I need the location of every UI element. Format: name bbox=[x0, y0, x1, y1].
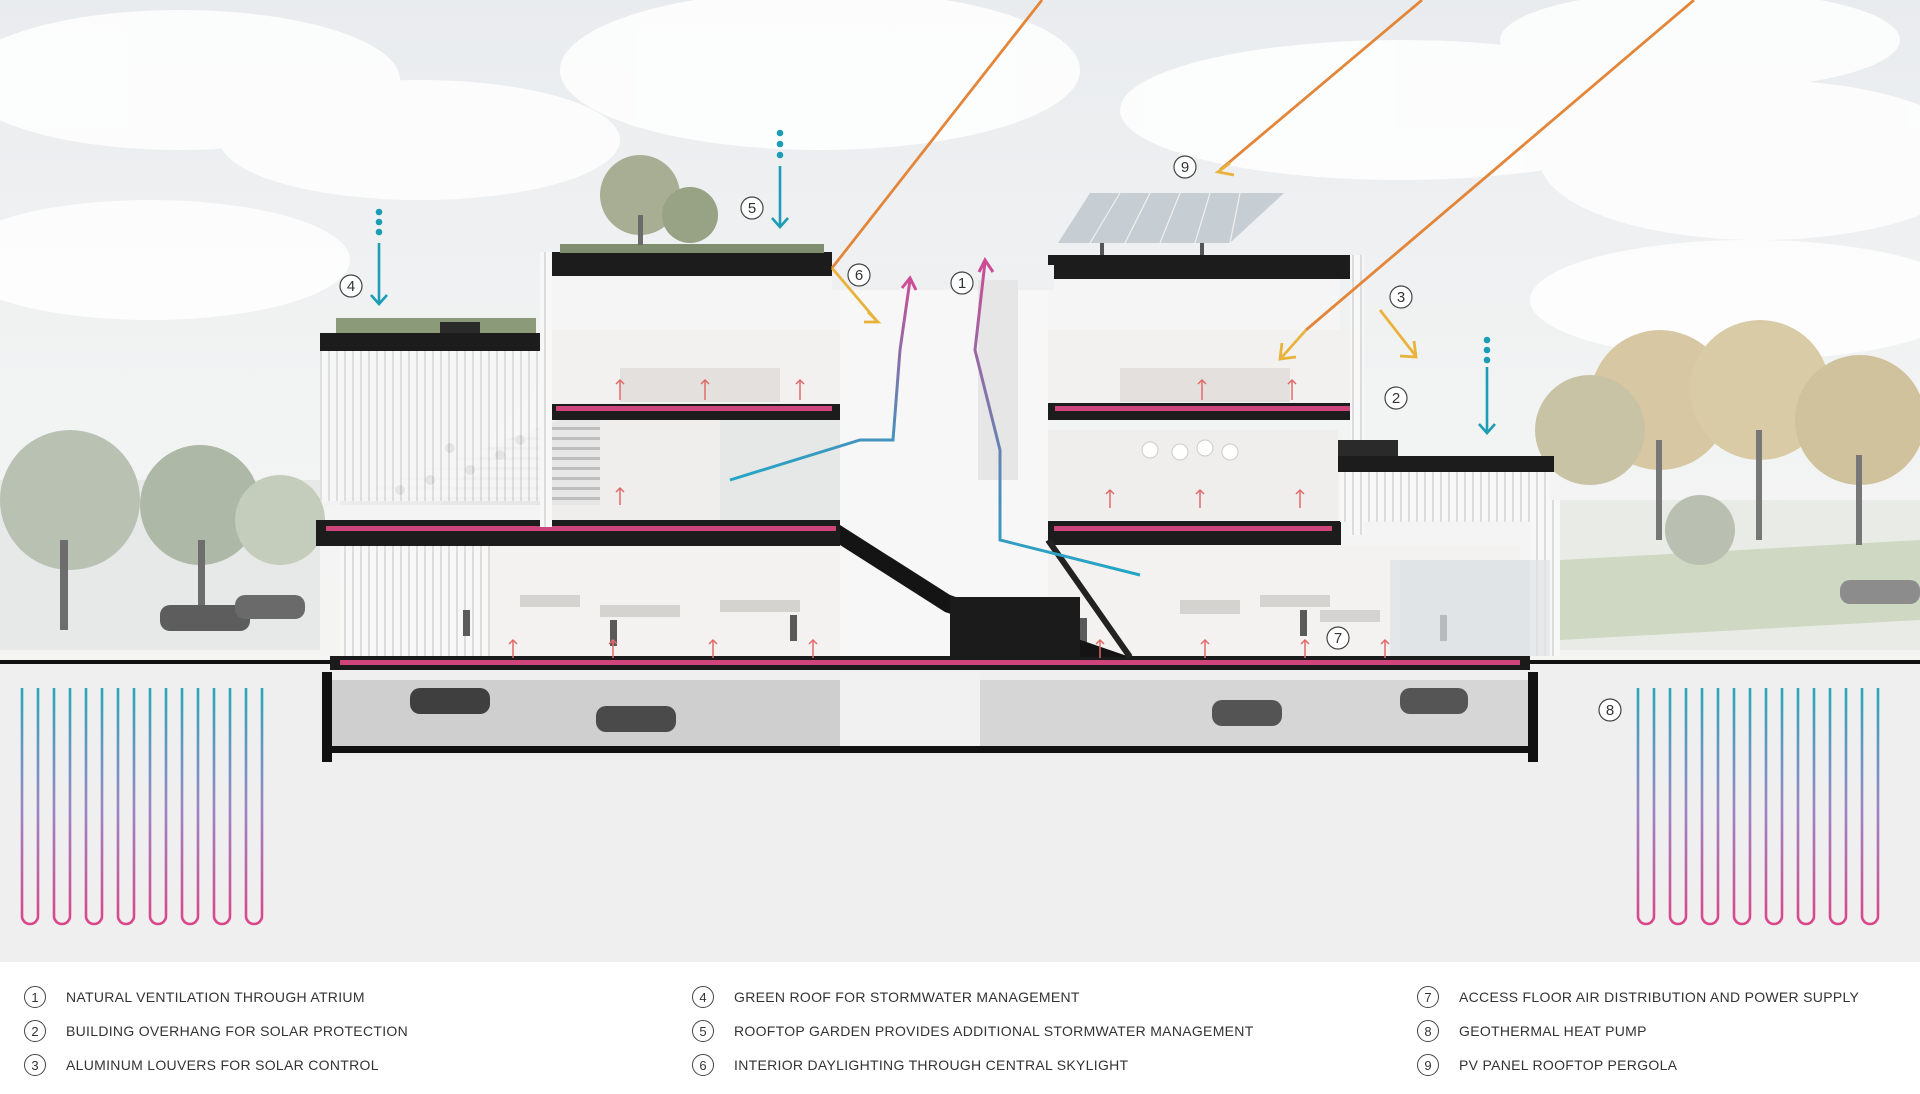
tree bbox=[600, 155, 680, 235]
callout-marker-6: 6 bbox=[847, 263, 871, 287]
legend-item-1: 1 NATURAL VENTILATION THROUGH ATRIUM bbox=[24, 980, 408, 1014]
building bbox=[316, 155, 1560, 762]
car bbox=[160, 605, 250, 631]
legend-column-1: 1 NATURAL VENTILATION THROUGH ATRIUM 2 B… bbox=[24, 980, 408, 1082]
callout-markers: 1 2 3 4 5 6 7 8 9 bbox=[339, 155, 1622, 722]
stormwater-arrows bbox=[370, 129, 1496, 435]
tree bbox=[1690, 320, 1830, 460]
clouds bbox=[0, 0, 1920, 360]
tree bbox=[0, 430, 140, 570]
tree bbox=[235, 475, 325, 565]
third-floor-slab-right bbox=[1048, 403, 1360, 420]
car bbox=[596, 706, 676, 732]
car bbox=[1400, 688, 1468, 714]
legend-label: GREEN ROOF FOR STORMWATER MANAGEMENT bbox=[734, 989, 1080, 1005]
building-section-diagram: 1 2 3 4 5 6 7 8 9 bbox=[0, 0, 1920, 926]
legend-item-2: 2 BUILDING OVERHANG FOR SOLAR PROTECTION bbox=[24, 1014, 408, 1048]
legend-number: 9 bbox=[1417, 1054, 1439, 1076]
legend-label: BUILDING OVERHANG FOR SOLAR PROTECTION bbox=[66, 1023, 408, 1039]
legend-item-5: 5 ROOFTOP GARDEN PROVIDES ADDITIONAL STO… bbox=[692, 1014, 1254, 1048]
roof-garden-slab bbox=[550, 252, 832, 276]
legend-label: ROOFTOP GARDEN PROVIDES ADDITIONAL STORM… bbox=[734, 1023, 1254, 1039]
callout-marker-1: 1 bbox=[950, 271, 974, 295]
svg-text:6: 6 bbox=[855, 267, 863, 284]
legend: 1 NATURAL VENTILATION THROUGH ATRIUM 2 B… bbox=[0, 962, 1920, 1094]
green-roof-slab bbox=[320, 333, 550, 351]
legend-item-6: 6 INTERIOR DAYLIGHTING THROUGH CENTRAL S… bbox=[692, 1048, 1254, 1082]
upper-right-roof-slab bbox=[1048, 255, 1358, 279]
car bbox=[410, 688, 490, 714]
legend-label: INTERIOR DAYLIGHTING THROUGH CENTRAL SKY… bbox=[734, 1057, 1129, 1073]
tree bbox=[1795, 355, 1920, 485]
svg-text:9: 9 bbox=[1181, 159, 1189, 176]
tree bbox=[1665, 495, 1735, 565]
legend-number: 7 bbox=[1417, 986, 1439, 1008]
svg-text:5: 5 bbox=[748, 200, 756, 217]
callout-marker-4: 4 bbox=[339, 274, 363, 298]
legend-number: 6 bbox=[692, 1054, 714, 1076]
pv-panel-pergola bbox=[1058, 193, 1284, 243]
legend-label: GEOTHERMAL HEAT PUMP bbox=[1459, 1023, 1647, 1039]
legend-number: 1 bbox=[24, 986, 46, 1008]
tree bbox=[1535, 375, 1645, 485]
geothermal-loops-left bbox=[20, 686, 325, 926]
ventilation-paths bbox=[729, 257, 1141, 577]
legend-label: PV PANEL ROOFTOP PERGOLA bbox=[1459, 1057, 1678, 1073]
callout-marker-9: 9 bbox=[1173, 155, 1197, 179]
legend-number: 5 bbox=[692, 1020, 714, 1042]
legend-item-7: 7 ACCESS FLOOR AIR DISTRIBUTION AND POWE… bbox=[1417, 980, 1859, 1014]
svg-text:7: 7 bbox=[1334, 630, 1342, 647]
green-roof-planting bbox=[336, 318, 536, 333]
svg-text:8: 8 bbox=[1606, 702, 1614, 719]
legend-column-3: 7 ACCESS FLOOR AIR DISTRIBUTION AND POWE… bbox=[1417, 980, 1859, 1082]
legend-item-8: 8 GEOTHERMAL HEAT PUMP bbox=[1417, 1014, 1859, 1048]
car bbox=[1840, 580, 1920, 604]
second-floor-slab-right bbox=[1048, 521, 1341, 545]
second-floor-slab-left bbox=[316, 520, 843, 546]
legend-number: 8 bbox=[1417, 1020, 1439, 1042]
callout-marker-3: 3 bbox=[1389, 285, 1413, 309]
svg-text:3: 3 bbox=[1397, 289, 1405, 306]
sun-rays bbox=[830, 0, 1695, 361]
landscape bbox=[0, 320, 1920, 650]
legend-column-2: 4 GREEN ROOF FOR STORMWATER MANAGEMENT 5… bbox=[692, 980, 1254, 1082]
legend-item-4: 4 GREEN ROOF FOR STORMWATER MANAGEMENT bbox=[692, 980, 1254, 1014]
geothermal-loops-right bbox=[1535, 686, 1900, 926]
car bbox=[1212, 700, 1282, 726]
legend-label: NATURAL VENTILATION THROUGH ATRIUM bbox=[66, 989, 365, 1005]
legend-label: ACCESS FLOOR AIR DISTRIBUTION AND POWER … bbox=[1459, 989, 1860, 1005]
second-floor-right bbox=[1048, 430, 1338, 520]
right-low-roof-slab bbox=[1338, 456, 1554, 472]
legend-number: 3 bbox=[24, 1054, 46, 1076]
tree bbox=[140, 445, 260, 565]
tree bbox=[662, 187, 718, 243]
callout-marker-8: 8 bbox=[1598, 698, 1622, 722]
svg-text:2: 2 bbox=[1392, 390, 1400, 407]
legend-label: ALUMINUM LOUVERS FOR SOLAR CONTROL bbox=[66, 1057, 379, 1073]
callout-marker-7: 7 bbox=[1326, 626, 1350, 650]
legend-number: 4 bbox=[692, 986, 714, 1008]
access-floor-air-arrows bbox=[508, 378, 1390, 658]
car bbox=[235, 595, 305, 619]
callout-marker-2: 2 bbox=[1384, 386, 1408, 410]
callout-marker-5: 5 bbox=[740, 196, 764, 220]
legend-item-9: 9 PV PANEL ROOFTOP PERGOLA bbox=[1417, 1048, 1859, 1082]
legend-number: 2 bbox=[24, 1020, 46, 1042]
svg-text:4: 4 bbox=[347, 278, 355, 295]
svg-text:1: 1 bbox=[958, 275, 966, 292]
legend-item-3: 3 ALUMINUM LOUVERS FOR SOLAR CONTROL bbox=[24, 1048, 408, 1082]
